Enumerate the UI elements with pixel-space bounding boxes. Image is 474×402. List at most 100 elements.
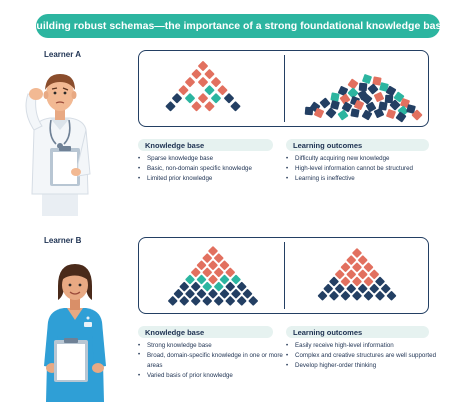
schema-diamond xyxy=(185,289,195,299)
schema-diamond xyxy=(219,274,230,285)
schema-diamond xyxy=(208,260,218,270)
schema-diamond xyxy=(217,85,228,96)
schema-diamond xyxy=(196,289,207,299)
learner-a-diagram-panel xyxy=(138,50,429,127)
confident-nurse-icon xyxy=(44,264,106,402)
schema-diamond xyxy=(346,269,356,280)
schema-diamond xyxy=(191,267,201,278)
schema-diamond xyxy=(325,107,337,119)
learner-b-diagram-panel xyxy=(138,237,429,314)
schema-diamond xyxy=(173,289,184,299)
schema-diamond xyxy=(358,283,368,294)
schema-diamond xyxy=(219,260,230,270)
list-item: High-level information cannot be structu… xyxy=(286,164,413,174)
schema-diamond xyxy=(346,283,356,294)
schema-diamond xyxy=(374,108,384,118)
schema-diamond xyxy=(196,260,207,270)
schema-diamond xyxy=(362,74,372,84)
learner-b-outcome-list: Easily receive high-level information Co… xyxy=(286,341,436,371)
schema-diamond xyxy=(185,274,195,285)
schema-diamond xyxy=(231,274,241,285)
schema-diamond xyxy=(340,276,351,287)
schema-diamond xyxy=(341,101,353,113)
schema-diamond xyxy=(179,281,189,292)
schema-diamond xyxy=(242,289,253,299)
schema-diamond xyxy=(225,296,235,306)
schema-diamond xyxy=(395,111,407,123)
schema-diamond xyxy=(361,109,373,121)
page-title: Building robust schemas—the importance o… xyxy=(28,20,448,32)
schema-diamond xyxy=(384,94,394,104)
schema-diamond xyxy=(214,267,224,278)
schema-diamond xyxy=(198,93,208,104)
schema-diamond xyxy=(352,276,362,287)
schema-diamond xyxy=(191,281,201,292)
schema-diamond xyxy=(335,283,345,294)
learning-outcomes-heading: Learning outcomes xyxy=(286,139,429,151)
schema-diamond xyxy=(314,108,324,118)
learner-a-knowledge-list: Sparse knowledge base Basic, non-domain … xyxy=(138,154,252,184)
list-item: Develop higher-order thinking xyxy=(286,361,436,371)
list-item: Difficulty acquiring new knowledge xyxy=(286,154,413,164)
schema-diamond xyxy=(375,291,385,301)
schema-diamond xyxy=(323,283,333,294)
schema-diamond xyxy=(347,87,359,99)
schema-diamond xyxy=(191,69,202,79)
schema-diamond xyxy=(204,85,215,96)
schema-diamond xyxy=(225,267,235,278)
schema-diamond xyxy=(375,276,385,287)
schema-diamond xyxy=(354,100,364,110)
schema-diamond xyxy=(172,93,182,104)
schema-diamond xyxy=(185,93,195,104)
schema-diamond xyxy=(406,104,416,114)
knowledge-base-heading: Knowledge base xyxy=(138,139,273,151)
schema-diamond xyxy=(214,296,224,306)
schema-diamond xyxy=(185,77,195,88)
schema-diamond xyxy=(224,93,234,104)
schema-diamond xyxy=(214,253,224,263)
schema-diamond xyxy=(198,77,208,88)
schema-diamond xyxy=(340,262,351,272)
schema-diamond xyxy=(352,248,362,258)
schema-diamond xyxy=(385,85,397,97)
schema-diamond xyxy=(204,69,215,79)
list-item: Sparse knowledge base xyxy=(138,154,252,164)
schema-diamond xyxy=(381,283,391,294)
schema-diamond xyxy=(208,274,218,285)
schema-diamond xyxy=(350,108,360,118)
schema-diamond xyxy=(196,274,207,285)
schema-diamond xyxy=(372,76,382,86)
panel-divider xyxy=(284,242,285,309)
schema-diamond xyxy=(347,78,359,90)
schema-diamond xyxy=(329,291,339,301)
learner-b-label: Learner B xyxy=(44,236,82,245)
learning-outcomes-heading: Learning outcomes xyxy=(286,326,429,338)
learner-b-knowledge-list: Strong knowledge base Broad, domain-spec… xyxy=(138,341,287,381)
schema-diamond xyxy=(225,281,235,292)
schema-diamond xyxy=(237,281,247,292)
schema-diamond xyxy=(400,98,410,108)
schema-diamond xyxy=(165,101,176,112)
schema-diamond xyxy=(335,269,345,280)
schema-diamond xyxy=(237,296,247,306)
list-item: Limited prior knowledge xyxy=(138,174,252,184)
learner-a-outcome-list: Difficulty acquiring new knowledge High-… xyxy=(286,154,413,184)
learner-b-diagram xyxy=(168,246,397,306)
list-item: Strong knowledge base xyxy=(138,341,287,351)
schema-diamond xyxy=(358,255,368,265)
schema-diamond xyxy=(330,100,340,110)
schema-diamond xyxy=(304,106,314,116)
schema-diamond xyxy=(369,269,379,280)
schema-diamond xyxy=(358,269,368,280)
schema-diamond xyxy=(191,101,202,112)
schema-diamond xyxy=(386,291,397,301)
schema-diamond xyxy=(340,291,351,301)
schema-diamond xyxy=(337,109,349,121)
list-item: Learning is ineffective xyxy=(286,174,413,184)
confused-nurse-icon xyxy=(25,74,91,216)
schema-diamond xyxy=(231,289,241,299)
schema-diamond xyxy=(211,77,221,88)
schema-diamond xyxy=(338,86,348,96)
schema-diamond xyxy=(202,267,212,278)
schema-diamond xyxy=(202,281,212,292)
